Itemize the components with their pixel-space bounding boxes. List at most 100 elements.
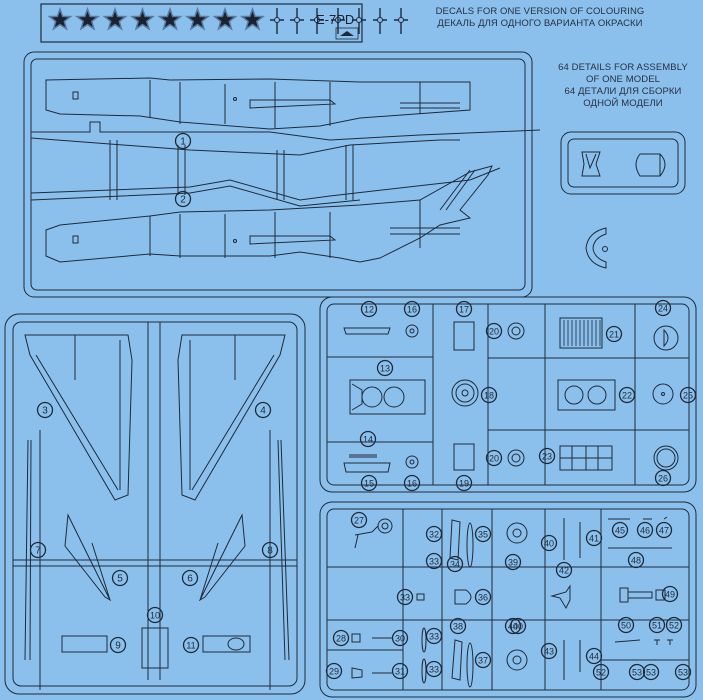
part-number: 10 — [150, 611, 160, 621]
part-number-label: 4 — [254, 401, 272, 419]
decal-star — [157, 6, 183, 31]
part-33-fin — [421, 658, 427, 684]
part-tray — [202, 635, 251, 653]
part-number-label: 37 — [474, 651, 492, 669]
parts-count-info: 64 DETAILS FOR ASSEMBLY OF ONE MODEL 64 … — [548, 62, 698, 110]
part-number: 43 — [544, 647, 554, 657]
decal-star — [47, 6, 73, 31]
decal-star — [102, 6, 128, 31]
part-29-cone — [351, 667, 363, 679]
part-number: 50 — [621, 621, 631, 631]
part-41-strut — [563, 518, 581, 560]
part-number: 31 — [395, 667, 405, 677]
part-number-label: 20 — [485, 449, 503, 467]
part-number: 16 — [407, 479, 417, 489]
part-number-label: 9 — [109, 636, 127, 654]
canopy-hood — [635, 153, 666, 177]
decal-cross-center — [335, 17, 341, 23]
decal-cross-center — [314, 17, 320, 23]
part-number-label: 13 — [376, 359, 394, 377]
decal-model-code: E-7PD — [316, 12, 354, 27]
part-number-label: 1 — [174, 132, 192, 150]
part-number: 24 — [658, 304, 668, 314]
flap-left — [64, 513, 112, 602]
part-27-gear-strut — [354, 525, 379, 549]
sprue-frame-inner — [30, 58, 526, 291]
part-number-label: 46 — [636, 521, 654, 539]
decal-caption: DECALS FOR ONE VERSION OF COLOURING ДЕКА… — [380, 6, 700, 30]
fuselage-detail — [149, 169, 476, 258]
part-19-panel — [453, 443, 475, 471]
decal-stars — [47, 6, 266, 31]
part-25-ring — [652, 383, 674, 405]
part-number: 44 — [589, 652, 599, 662]
part-number: 40 — [508, 622, 518, 632]
manufacturer-logo — [335, 27, 359, 40]
decal-cross-center — [356, 17, 362, 23]
sprue-frame-inner — [326, 303, 690, 486]
part-number: 53 — [646, 668, 656, 678]
part-number-label: 34 — [446, 555, 464, 573]
part-number-label: 40 — [540, 534, 558, 552]
part-number-label: 43 — [540, 642, 558, 660]
part-number-label: 10 — [146, 606, 164, 624]
sprue-runner — [30, 137, 460, 156]
part-number: 52 — [669, 621, 679, 631]
sprue-fuselage: 12 — [23, 51, 541, 298]
part-number-label: 53 — [628, 663, 646, 681]
part-50-tank — [619, 587, 666, 603]
part-number-label: 42 — [555, 561, 573, 579]
sprue-frame-outer — [4, 313, 306, 695]
part-number-label: 11 — [182, 636, 200, 654]
part-18-wheel — [451, 379, 479, 407]
decal-cross-center — [398, 17, 404, 23]
fuselage-detail — [149, 80, 460, 128]
part-number: 20 — [489, 454, 499, 464]
part-number: 37 — [478, 656, 488, 666]
decal-sheet — [40, 3, 408, 43]
part-number-label: 25 — [679, 386, 697, 404]
part-number: 29 — [329, 667, 339, 677]
part-number-label: 19 — [455, 474, 473, 492]
decal-caption-en: DECALS FOR ONE VERSION OF COLOURING — [435, 6, 645, 17]
part-number-label: 51 — [648, 616, 666, 634]
part-number-label: 17 — [455, 300, 473, 318]
part-number-label: 49 — [661, 585, 679, 603]
part-number: 53 — [632, 668, 642, 678]
manufacturer-logo-icon — [340, 31, 354, 36]
part-20-tire — [507, 322, 525, 340]
part-number: 6 — [187, 574, 193, 585]
part-number-label: 53 — [642, 663, 660, 681]
part-number-label: 7 — [29, 541, 47, 559]
part-number-label: 32 — [425, 525, 443, 543]
part-number: 48 — [631, 556, 641, 566]
part-52-bolt — [654, 639, 673, 645]
canopy-runner-ring — [585, 227, 607, 269]
sprue-frame-outer — [560, 131, 686, 195]
part-number: 45 — [615, 526, 625, 536]
part-number-label: 18 — [480, 386, 498, 404]
part-number-label: 38 — [449, 617, 467, 635]
part-number: 38 — [453, 622, 463, 632]
part-number: 32 — [429, 530, 439, 540]
part-number-label: 45 — [611, 521, 629, 539]
sprue-frame-inner — [12, 321, 298, 687]
part-number-label: 28 — [332, 629, 350, 647]
part-number: 27 — [354, 516, 364, 526]
part-number: 33 — [429, 557, 439, 567]
part-number: 40 — [544, 539, 554, 549]
part-number-label: 23 — [538, 447, 556, 465]
part-number: 25 — [683, 391, 693, 401]
flap-right — [198, 513, 246, 602]
part-number: 4 — [260, 406, 266, 417]
part-28-nozzle — [351, 633, 361, 643]
part-number: 21 — [609, 330, 619, 340]
part-number: 23 — [542, 452, 552, 462]
part-number: 13 — [380, 364, 390, 374]
part-number: 33 — [429, 632, 439, 642]
part-36-pylon — [466, 522, 474, 568]
part-number-label: 36 — [474, 588, 492, 606]
decal-cross-center — [274, 17, 280, 23]
part-46-antenna — [608, 516, 668, 520]
